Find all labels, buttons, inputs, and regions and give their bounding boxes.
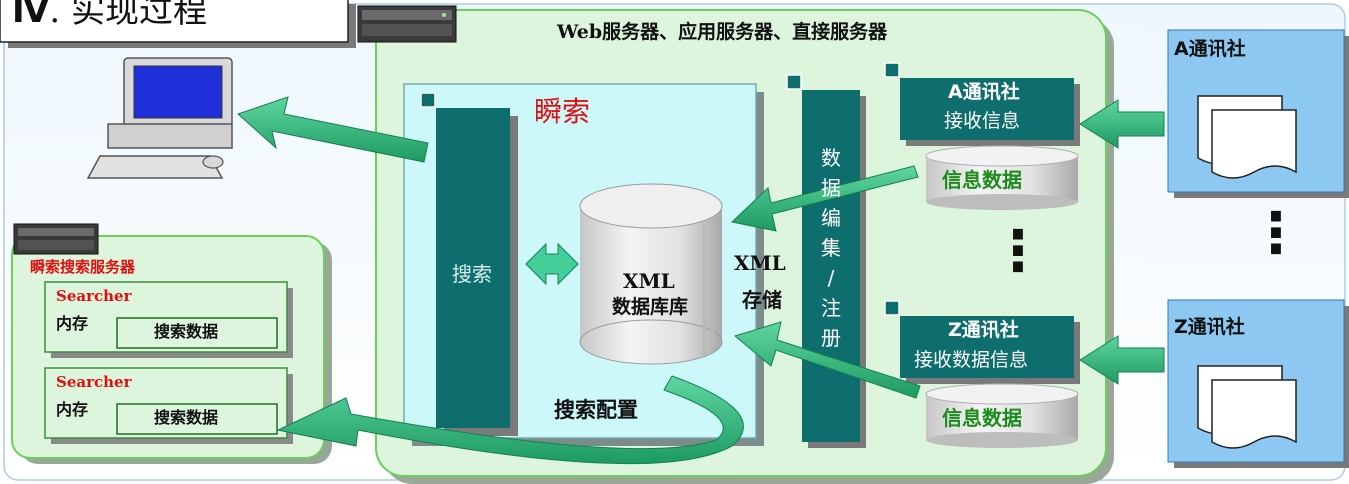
search-data-box-2 [116,403,278,435]
receive-box-z-marker [884,300,900,316]
shunsuo-label: 瞬索 [534,95,591,128]
receive-a-line2: 接收信息 [944,110,1021,132]
arrow-agency-a-to-receive [1079,99,1165,149]
xml-db-line2: 数据库库 [612,296,689,318]
data-edit-char: 册 [821,326,841,350]
info-data-label-2: 信息数据 [942,406,1022,430]
receive-box-a [900,78,1074,140]
search-data-box-1 [116,317,278,349]
document-stack-icon-z [1197,365,1297,449]
data-edit-char: / [827,266,835,290]
info-data-cylinder-1 [925,145,1079,210]
xml-store-line1: XML [734,251,786,275]
receive-a-line1: A通讯社 [948,81,1020,103]
searcher-memory-1: 内存 [56,314,89,333]
data-edit-label: 数 据 编 集 / 注 册 [816,148,846,358]
search-config-label: 搜索配置 [554,398,638,422]
data-edit-column-marker [786,74,802,90]
arrow-config-to-searcher [276,375,744,465]
rack-server-icon-top [357,5,457,43]
arrow-info-to-xml-top [730,165,919,232]
info-data-label-1: 信息数据 [942,168,1022,192]
data-edit-char: 编 [821,206,841,230]
receive-box-a-marker [884,62,900,78]
xml-db-line1: XML [623,269,675,293]
data-edit-char: 注 [821,296,841,320]
agency-z-label: Z通讯社 [1174,316,1245,338]
computer-icon [86,57,233,179]
page-title: Ⅳ. 实现过程 [12,0,207,28]
arrow-info-to-xml-bottom [733,321,921,399]
searcher-name-1: Searcher [56,287,132,305]
search-column [436,108,510,428]
arrow-agency-z-to-receive [1079,335,1165,385]
receive-box-z [900,316,1074,378]
info-data-cylinder-2 [925,383,1079,448]
searcher-name-2: Searcher [56,373,132,391]
searcher-memory-2: 内存 [56,400,89,419]
data-edit-char: 据 [821,176,841,200]
arrow-double-search-xml [525,242,579,286]
xml-store-line2: 存储 [742,288,782,312]
search-column-label: 搜索 [452,262,492,286]
ellipsis-right: ⋮ [1248,201,1304,266]
arrow-search-to-computer [237,96,429,163]
rack-server-icon-left [13,223,99,255]
server-area-title: Web服务器、应用服务器、直接服务器 [557,21,888,43]
xml-database-cylinder [579,183,723,365]
data-edit-column [802,90,860,442]
document-stack-icon-a [1197,95,1297,179]
data-edit-char: 数 [821,146,841,170]
data-edit-char: 集 [821,236,841,260]
title-roman-numeral: Ⅳ [12,0,50,31]
ellipsis-middle: ⋮ [990,219,1046,284]
receive-z-line1: Z通讯社 [948,319,1019,341]
title-box [0,0,349,43]
title-text: . 实现过程 [49,0,207,31]
searcher-data-1: 搜索数据 [154,322,219,341]
search-server-title: 瞬索搜索服务器 [30,258,136,276]
search-column-marker [420,92,436,108]
receive-z-line2: 接收数据信息 [914,349,1029,371]
searcher-data-2: 搜索数据 [154,408,219,427]
agency-a-label: A通讯社 [1174,38,1246,60]
